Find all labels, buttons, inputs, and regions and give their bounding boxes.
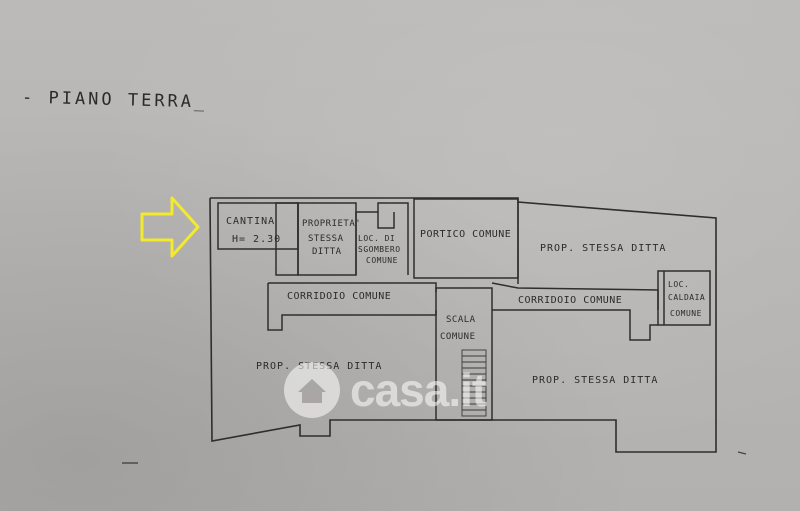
label-prop-bottom-right: PROP. STESSA DITTA bbox=[532, 375, 658, 386]
label-scala-1: SCALA bbox=[446, 315, 476, 325]
watermark-text: casa.it bbox=[350, 364, 487, 416]
label-caldaia-1: LOC. bbox=[668, 280, 689, 289]
label-proprieta-2: STESSA bbox=[308, 234, 344, 244]
label-caldaia-2: CALDAIA bbox=[668, 293, 705, 302]
label-sgombero-1: LOC. DI bbox=[358, 234, 395, 243]
label-prop-top-right: PROP. STESSA DITTA bbox=[540, 243, 666, 254]
watermark: casa.it bbox=[282, 360, 487, 420]
label-corridoio-right: CORRIDOIO COMUNE bbox=[518, 295, 622, 306]
arrow-right-icon bbox=[140, 196, 200, 258]
corridors bbox=[267, 282, 659, 421]
label-cantina-1: CANTINA bbox=[226, 216, 275, 227]
label-scala-2: COMUNE bbox=[440, 332, 476, 342]
label-cantina-2: H= 2.30 bbox=[232, 234, 281, 245]
label-sgombero-2: SGOMBERO bbox=[358, 245, 401, 254]
label-corridoio-left: CORRIDOIO COMUNE bbox=[287, 291, 391, 302]
label-portico: PORTICO COMUNE bbox=[420, 229, 511, 240]
staircase-steps bbox=[461, 349, 487, 417]
upper-rooms bbox=[217, 198, 711, 326]
pencil-marks bbox=[122, 451, 747, 464]
label-proprieta-1: PROPRIETA' bbox=[302, 219, 361, 229]
label-proprieta-3: DITTA bbox=[312, 247, 342, 257]
label-sgombero-3: COMUNE bbox=[366, 256, 398, 265]
house-icon bbox=[284, 362, 340, 418]
label-caldaia-3: COMUNE bbox=[670, 309, 702, 318]
